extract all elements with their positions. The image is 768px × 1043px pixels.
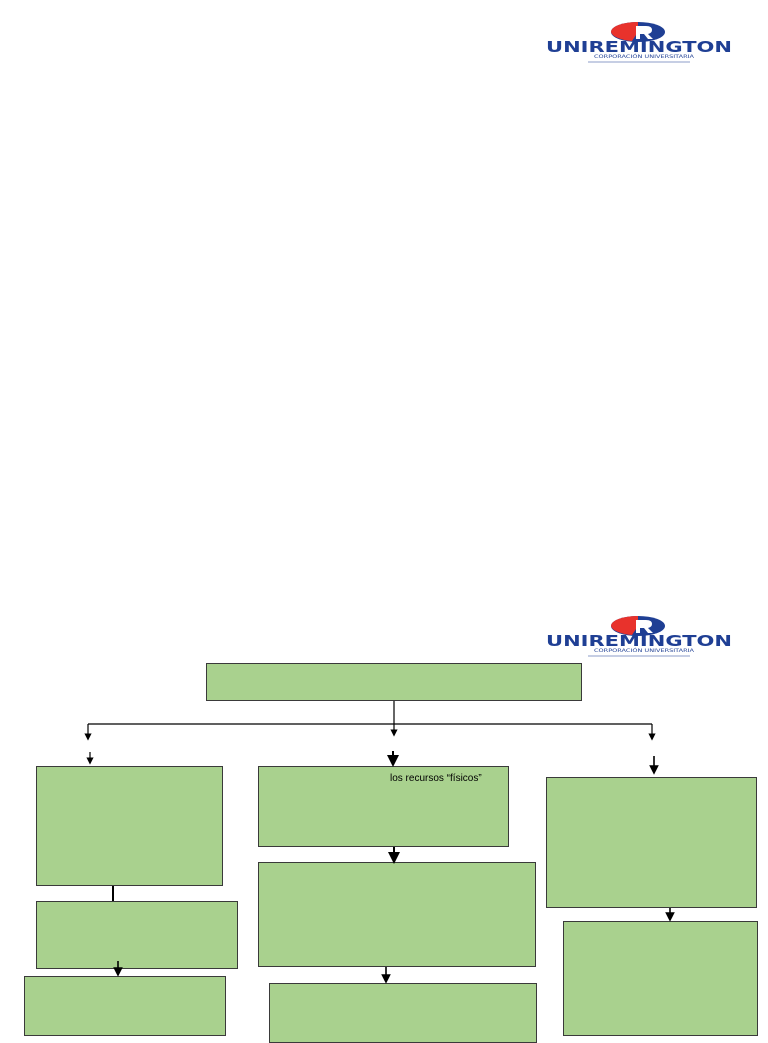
- middle-box-1: los recursos “físicos”: [258, 766, 509, 847]
- right-box-2: [563, 921, 758, 1036]
- logo-brand-text: UNIREMINGTON: [546, 38, 732, 56]
- logo-subtitle-text: CORPORACIÓN UNIVERSITARIA: [594, 648, 694, 653]
- root-box: [206, 663, 582, 701]
- middle-box-1-text: los recursos “físicos”: [390, 773, 482, 784]
- uniremington-logo: UNIREMINGTON CORPORACIÓN UNIVERSITARIA: [544, 20, 734, 66]
- logo-subtitle-text: CORPORACIÓN UNIVERSITARIA: [594, 54, 694, 59]
- left-box-1: [36, 766, 223, 886]
- uniremington-logo-page-2: UNIREMINGTON CORPORACIÓN UNIVERSITARIA: [544, 614, 734, 660]
- left-box-3: [24, 976, 226, 1036]
- left-box-2: [36, 901, 238, 969]
- middle-box-3: [269, 983, 537, 1043]
- middle-box-2: [258, 862, 536, 967]
- logo-brand-text: UNIREMINGTON: [546, 632, 732, 650]
- right-box-1: [546, 777, 757, 908]
